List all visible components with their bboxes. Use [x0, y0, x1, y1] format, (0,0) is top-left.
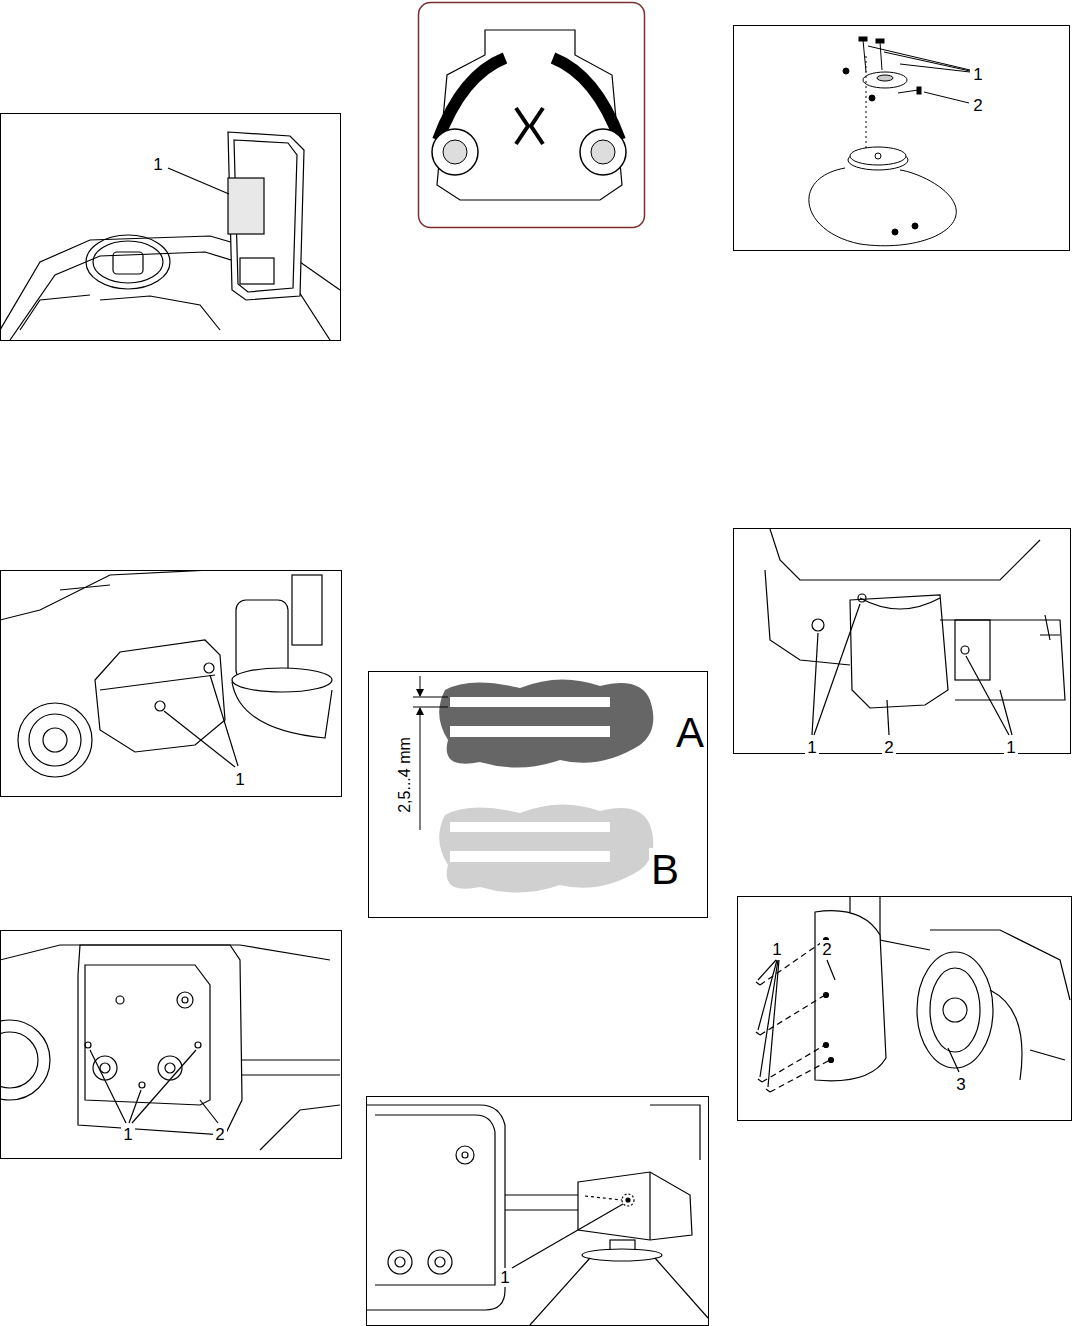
dimension-text: 2,5...4 mm	[396, 735, 414, 815]
lid-illustration	[1, 132, 340, 340]
figure-letter: A	[674, 711, 706, 755]
callout-number: 1	[233, 770, 246, 789]
callout-number: 1	[770, 940, 783, 959]
callout-number: 1	[498, 1268, 511, 1287]
arm-screw	[367, 1105, 708, 1325]
figure-letter: B	[649, 848, 681, 892]
callout-number: 2	[213, 1125, 226, 1144]
callout-number: 2	[820, 940, 833, 959]
brush-exploded	[809, 37, 970, 246]
cover-plate	[1, 945, 340, 1150]
rear-housing	[765, 529, 1065, 735]
side-cover-exploded	[756, 897, 1070, 1092]
callout-number: 2	[971, 96, 984, 115]
side-cover	[1, 571, 332, 777]
callout-number: 1	[971, 65, 984, 84]
callout-number: 3	[954, 1075, 967, 1094]
callout-number: 1	[1004, 738, 1017, 757]
wear-pattern	[413, 676, 653, 893]
callout-number: 1	[805, 738, 818, 757]
callout-number: 1	[151, 155, 164, 174]
brush-symbol	[419, 3, 645, 228]
callout-number: 2	[882, 738, 895, 757]
callout-number: 1	[121, 1125, 134, 1144]
